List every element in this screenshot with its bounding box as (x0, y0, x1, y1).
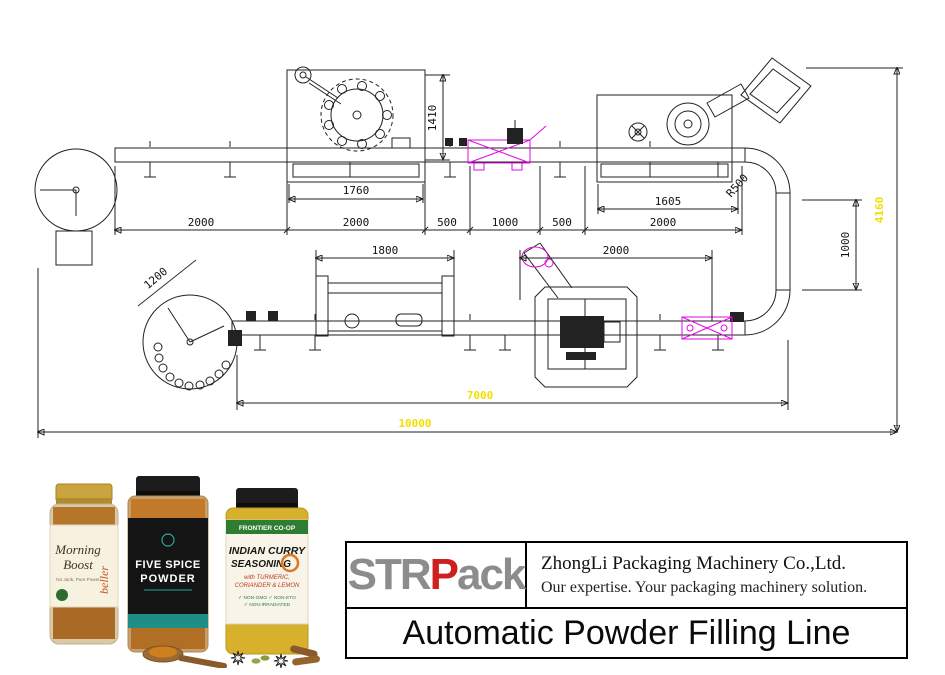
spoon-with-powder (142, 645, 227, 668)
jar2-title-line1: FIVE SPICE (135, 559, 201, 571)
case-packer-machine (524, 243, 637, 387)
label-emblem (161, 533, 175, 547)
conveyor-curve (745, 148, 790, 335)
metal-detector (507, 120, 523, 144)
company-name: ZhongLi Packaging Machinery Co.,Ltd. (541, 553, 846, 575)
jar3-badge1: ✓ NON-GMO ✓ NON-ETO (238, 595, 296, 601)
logo-part-p: P (429, 550, 459, 599)
dim-1000-right: 1000 (839, 232, 852, 259)
product-line-title: Automatic Powder Filling Line (402, 613, 851, 652)
dim-1800: 1800 (372, 244, 399, 257)
dim-1410: 1410 (426, 105, 439, 132)
rotary-filler-machine (287, 67, 467, 182)
dim-2000-1: 2000 (188, 216, 215, 229)
logo-part-ack: ack (456, 550, 526, 599)
dim-7000: 7000 (467, 389, 494, 402)
jar1-brand: beller (97, 566, 111, 594)
dim-2000-4: 2000 (603, 244, 630, 257)
dim-1605: 1605 (655, 195, 682, 208)
jar1-tagline: No Junk. Pure Power (56, 577, 100, 582)
brand-block: STRPack ZhongLi Packaging Machinery Co.,… (345, 541, 908, 659)
labelling-machine (316, 276, 454, 336)
jar3-sub2: CORIANDER & LEMON (235, 583, 300, 589)
jar2-title-line2: POWDER (140, 573, 196, 585)
dim-2000-2: 2000 (343, 216, 370, 229)
dim-1000-1: 1000 (492, 216, 519, 229)
jar3-title2: SEASONING (231, 559, 291, 570)
dim-500-1: 500 (437, 216, 457, 229)
curry-swirl (280, 553, 300, 573)
jar-five-spice: FIVE SPICE POWDER (127, 476, 227, 668)
product-photo: Morning Boost No Junk. Pure Power beller… (49, 476, 320, 668)
company-info: ZhongLi Packaging Machinery Co.,Ltd. Our… (527, 543, 906, 607)
conveyor-bottom (232, 311, 745, 351)
logo-part-str: STR (347, 550, 432, 599)
jar3-title: INDIAN CURRY (229, 545, 306, 557)
spices-decor (230, 645, 320, 668)
dim-1760: 1760 (343, 184, 370, 197)
accumulation-table (138, 260, 242, 390)
dim-500-2: 500 (552, 216, 572, 229)
jar1-title-line1: Morning (54, 542, 101, 557)
jar3-badge2: ✓ NON-IRRADIATED (244, 602, 291, 608)
jar3-banner: FRONTIER CO-OP (239, 525, 296, 532)
capping-machine (597, 58, 811, 182)
dim-1200: 1200 (141, 265, 170, 292)
checkweigher-highlight (468, 126, 546, 170)
infeed-turntable (35, 149, 117, 265)
company-tagline: Our expertise. Your packaging machinery … (541, 579, 868, 597)
strpack-logo: STRPack (347, 543, 527, 607)
checkweigher-highlight-2 (682, 317, 732, 339)
jar-morning-boost: Morning Boost No Junk. Pure Power beller (49, 483, 119, 645)
technical-drawing: 1410 1760 1605 2000 2000 500 1000 500 20… (0, 0, 945, 470)
organic-badge (56, 589, 68, 601)
brand-top-row: STRPack ZhongLi Packaging Machinery Co.,… (347, 543, 906, 609)
dim-10000: 10000 (398, 417, 431, 430)
jar1-title-line2: Boost (63, 557, 93, 572)
jar-indian-curry: FRONTIER CO-OP INDIAN CURRY SEASONING wi… (225, 488, 320, 668)
jar3-sub1: with TURMERIC, (244, 575, 290, 581)
logo-text: STRPack (347, 550, 527, 599)
dim-2000-3: 2000 (650, 216, 677, 229)
dimensions: 1410 1760 1605 2000 2000 500 1000 500 20… (38, 68, 903, 438)
conveyor-top (115, 140, 745, 178)
dim-4160: 4160 (873, 197, 886, 224)
